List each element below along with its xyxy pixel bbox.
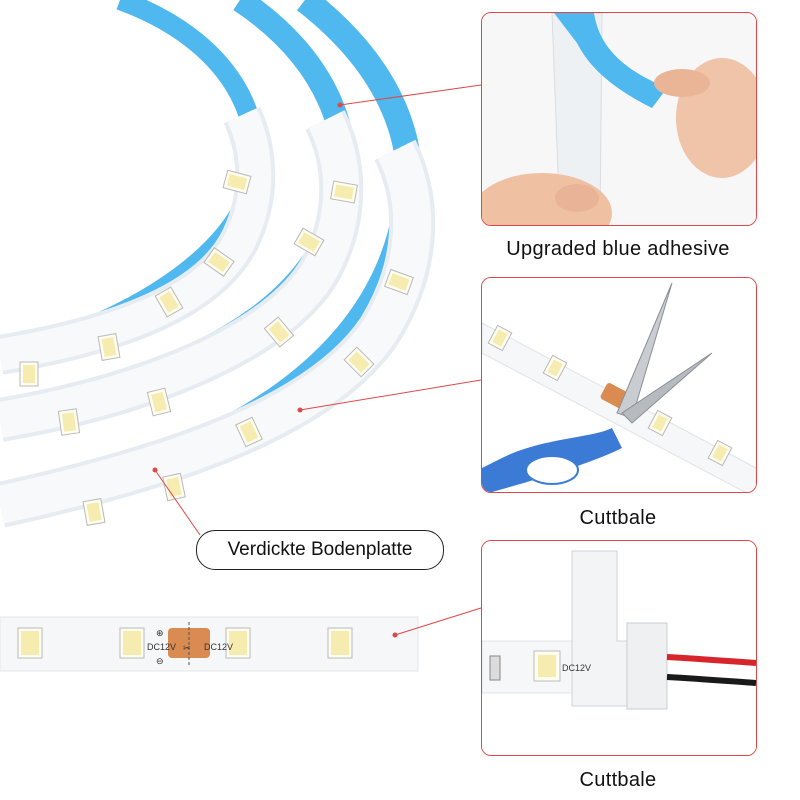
strip-ring-inner [0,106,276,375]
strip-voltage-label-right: DC12V [204,642,233,652]
cut-detail-panel [481,277,757,493]
strip-ring-middle [0,110,364,442]
led-chip [487,324,513,352]
led-chip [146,387,172,417]
led-chip [330,180,358,204]
led-chip [263,316,295,348]
led-chip [203,247,235,277]
led-chip [82,498,106,526]
led-chip [119,627,145,659]
led-chip [19,361,39,387]
callout-lines [152,84,482,638]
led-chip [222,169,252,195]
led-chip [17,627,43,659]
caption-cut: Cuttbale [579,507,657,529]
connector-voltage-label: DC12V [562,663,591,673]
adhesive-detail-panel [481,12,757,226]
led-chip [343,346,375,378]
led-chip [235,416,263,448]
reel-led-chips [19,169,414,526]
black-wire [666,674,756,686]
minus-sign-label: ⊖ [156,657,164,667]
led-chip [293,227,325,257]
strip-voltage-label-left: DC12V [147,642,176,652]
caption-adhesive: Upgraded blue adhesive [506,238,730,260]
plus-sign-label: ⊕ [156,629,164,639]
led-chip [647,409,673,437]
led-chip [707,439,733,467]
callout-base-plate: Verdickte Bodenplatte [196,530,444,570]
led-chip [542,354,568,382]
scissor-blade-bottom [621,352,713,424]
caption-connector: Cuttbale [579,769,657,791]
led-chip [154,286,184,318]
straight-led-strip: DC12V DC12V ⊕ ⊖ ✂ [0,616,419,672]
led-chip [162,472,186,502]
led-chip [225,627,251,659]
peeled-blue-tape [554,13,667,108]
led-chip [97,333,121,361]
led-chip [384,268,414,296]
cut-mark-label: ✂ [183,644,191,654]
led-chip [57,408,81,436]
connector-detail-panel: DC12V [481,540,757,756]
red-wire [666,654,756,666]
led-chip [327,627,353,659]
